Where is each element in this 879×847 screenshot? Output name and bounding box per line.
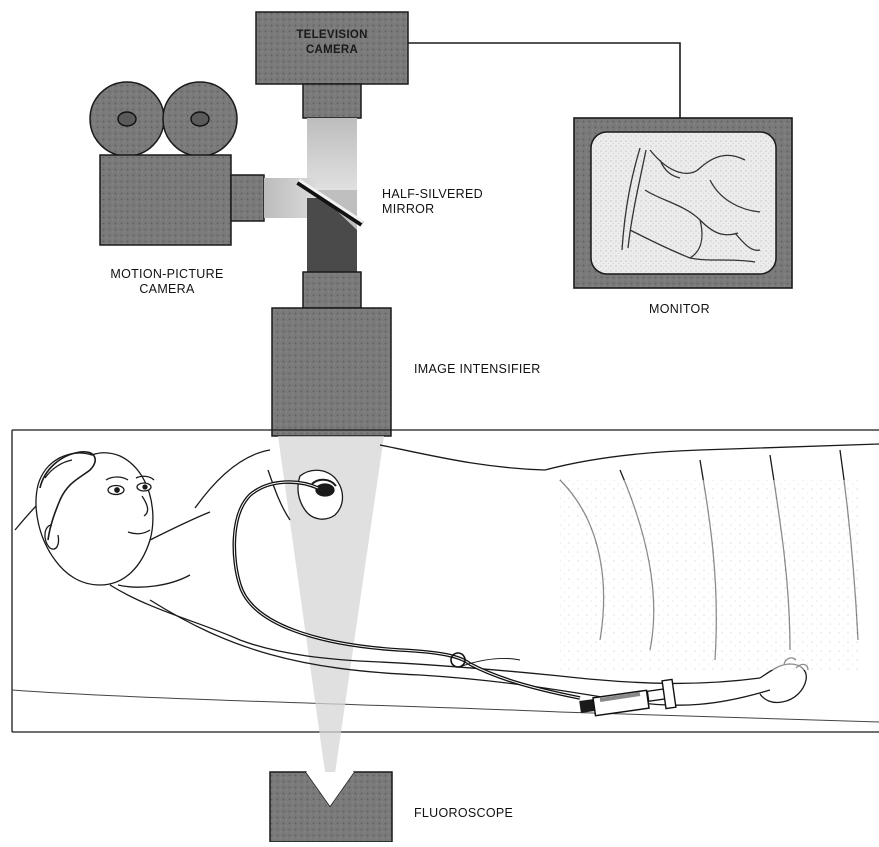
fluoroscope [270,772,392,842]
label-television-camera-line2: CAMERA [262,43,402,58]
image-intensifier [272,308,391,436]
label-monitor: MONITOR [649,302,710,317]
label-motion-picture-camera-line2: CAMERA [92,282,242,297]
label-motion-picture-camera-line1: MOTION-PICTURE [92,267,242,282]
label-half-silvered-mirror-line1: HALF-SILVERED [382,187,483,202]
label-television-camera: TELEVISION CAMERA [262,28,402,58]
intensifier-lens [303,272,361,308]
label-television-camera-line1: TELEVISION [262,28,402,43]
label-half-silvered-mirror-line2: MIRROR [382,202,483,217]
label-motion-picture-camera: MOTION-PICTURE CAMERA [92,267,242,297]
monitor [574,118,792,288]
label-half-silvered-mirror: HALF-SILVERED MIRROR [382,187,483,217]
label-fluoroscope: FLUOROSCOPE [414,806,513,821]
monitor-cable [408,43,680,118]
motion-picture-camera [90,82,264,245]
syringe [579,679,676,715]
sheet-texture [560,480,860,670]
label-image-intensifier: IMAGE INTENSIFIER [414,362,541,377]
